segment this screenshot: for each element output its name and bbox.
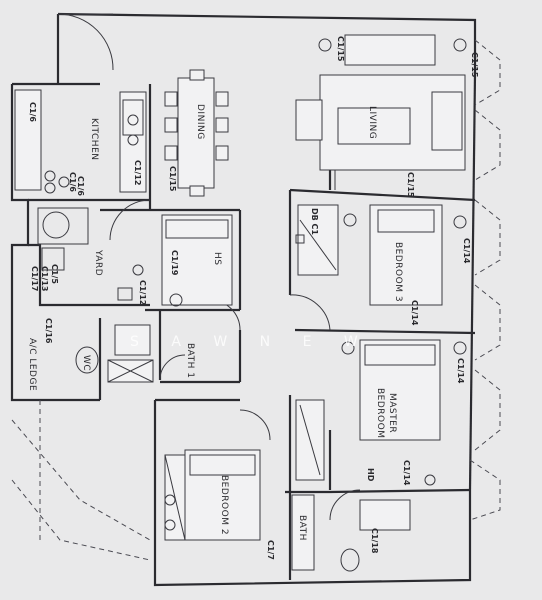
circuit-ac-3: C1/17	[30, 266, 39, 292]
dining-set	[164, 69, 229, 197]
interior-walls	[28, 84, 476, 580]
circuit-kitchen-a: C1/6	[28, 102, 37, 122]
electrical-symbols	[41, 38, 467, 531]
label-bath1: BATH 1	[185, 343, 195, 378]
circuit-bedroom3-b: C1/14	[410, 300, 419, 326]
circuit-kitchen-c: C1/6	[76, 176, 85, 196]
doors	[57, 13, 361, 521]
circuit-living-b: C1/15	[470, 52, 479, 78]
bath-fixtures	[75, 324, 411, 572]
circuit-master-b: C1/14	[402, 460, 411, 486]
watermark: S A W N E W	[130, 334, 372, 350]
label-dining: DINING	[195, 104, 205, 140]
bedroom3-furniture	[297, 204, 443, 306]
label-wc: WC	[81, 355, 91, 371]
circuit-hd: HD	[366, 468, 375, 482]
circuit-bath2: C1/18	[370, 528, 379, 554]
bedroom2-furniture	[164, 449, 261, 541]
label-bedroom2: BEDROOM 2	[219, 475, 229, 535]
circuit-master: C1/14	[456, 358, 465, 384]
master-furniture	[295, 339, 441, 481]
label-hs: HS	[212, 252, 222, 265]
circuit-yard: C1/12	[138, 280, 147, 306]
label-bedroom3: BEDROOM 3	[393, 242, 403, 302]
circuit-living-c: C1/15	[406, 172, 415, 198]
circuit-kitchen-d: C1/12	[133, 160, 142, 186]
circuit-bedroom2: C1/7	[266, 540, 275, 560]
living-furniture	[295, 34, 466, 190]
label-master-bedroom: BEDROOM	[375, 388, 385, 438]
circuit-ac-2: C1/13	[40, 266, 49, 292]
label-kitchen: KITCHEN	[89, 118, 99, 161]
circuit-ac-4: C1/16	[44, 318, 53, 344]
label-yard: YARD	[93, 249, 103, 276]
circuit-living-a: C1/15	[336, 36, 345, 62]
circuit-bedroom3: C1/14	[462, 238, 471, 264]
label-living: LIVING	[367, 106, 377, 139]
circuit-hs: C1/19	[170, 250, 179, 276]
label-bath2: BATH	[297, 515, 307, 541]
hs-furniture	[161, 214, 233, 306]
label-ac-ledge: A/C LEDGE	[27, 338, 37, 391]
circuit-kitchen-e: C1/15	[168, 166, 177, 192]
circuit-ac-1: C1/5	[50, 264, 59, 284]
balcony-outlines	[11, 39, 501, 561]
circuit-kitchen-b: C1/6	[68, 172, 77, 192]
label-master: MASTER	[387, 393, 397, 433]
circuit-db: DB C1	[310, 208, 319, 235]
kitchen-fixtures	[14, 89, 147, 245]
